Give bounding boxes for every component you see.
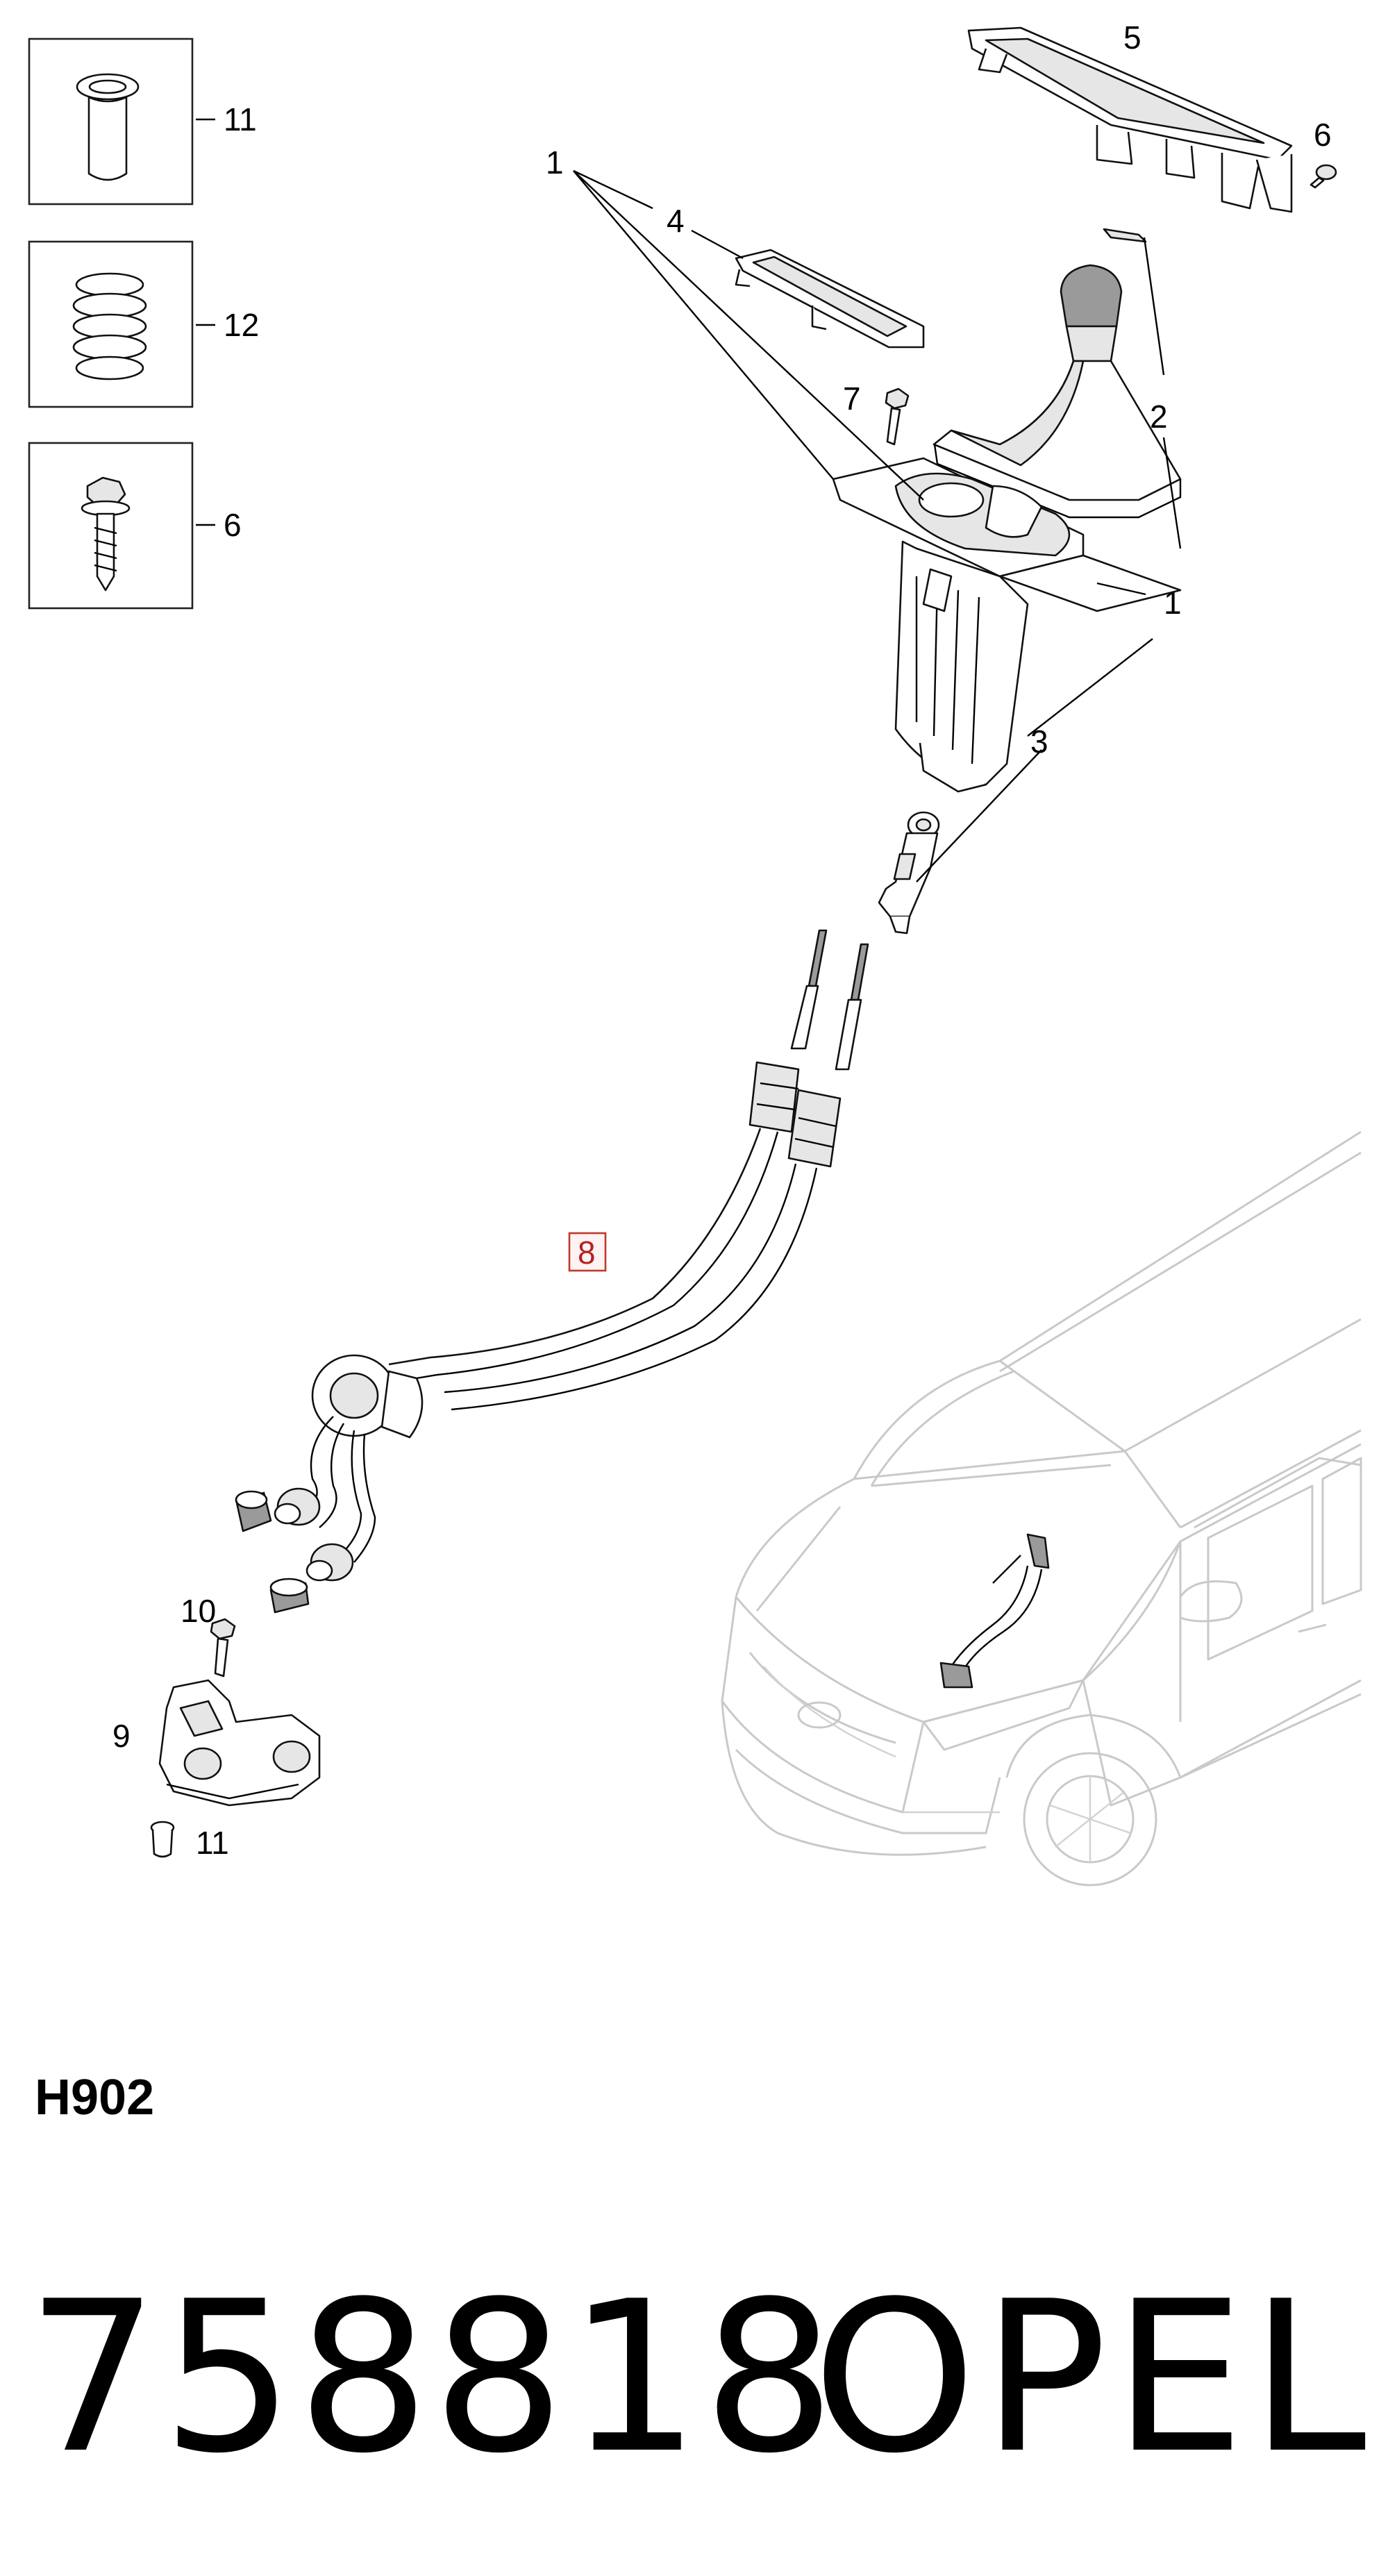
callout-5: 5 bbox=[1123, 19, 1141, 56]
callout-8-highlighted: 8 bbox=[568, 1232, 607, 1272]
callout-7: 7 bbox=[843, 380, 861, 417]
callout-2: 2 bbox=[1150, 399, 1168, 435]
callout-3: 3 bbox=[1030, 724, 1048, 760]
part-number: 758818 bbox=[26, 2257, 839, 2499]
page-code: H902 bbox=[35, 2070, 155, 2125]
inset-11-clip-nut: 11 bbox=[28, 37, 257, 206]
inset-6-screw: 6 bbox=[28, 442, 242, 610]
bolt-icon bbox=[210, 1618, 236, 1678]
mounting-bracket-icon bbox=[158, 1679, 321, 1807]
callout-8: 8 bbox=[578, 1235, 596, 1271]
gearshift-unit-icon bbox=[832, 228, 1182, 793]
leader-lines bbox=[573, 169, 1182, 883]
boot-frame-icon bbox=[735, 249, 925, 349]
callout-6-top: 6 bbox=[1314, 117, 1332, 153]
inset-11-label: 11 bbox=[224, 101, 257, 137]
bolt-icon bbox=[885, 387, 910, 446]
brand-name: OPEL bbox=[812, 2257, 1372, 2499]
clip-nut-icon bbox=[76, 73, 140, 181]
inset-12-label: 12 bbox=[224, 307, 259, 343]
spring-icon bbox=[72, 272, 147, 380]
clip-nut-icon bbox=[150, 1821, 175, 1858]
screw-icon bbox=[81, 476, 131, 592]
cover-trim-icon bbox=[967, 26, 1293, 213]
cable-end-clip-icon bbox=[878, 811, 940, 935]
callout-10: 10 bbox=[181, 1593, 216, 1629]
callout-1-top: 1 bbox=[546, 144, 564, 181]
callout-9: 9 bbox=[112, 1718, 131, 1754]
callout-11-bottom: 11 bbox=[196, 1825, 229, 1861]
inset-12-spring: 12 bbox=[28, 240, 259, 408]
inset-6-label: 6 bbox=[224, 507, 242, 543]
callout-4: 4 bbox=[667, 203, 685, 239]
shift-cable-icon bbox=[235, 929, 869, 1614]
vehicle-outline-icon bbox=[721, 1130, 1362, 1887]
callout-1-right: 1 bbox=[1164, 585, 1182, 621]
bolt-icon bbox=[1310, 164, 1337, 189]
